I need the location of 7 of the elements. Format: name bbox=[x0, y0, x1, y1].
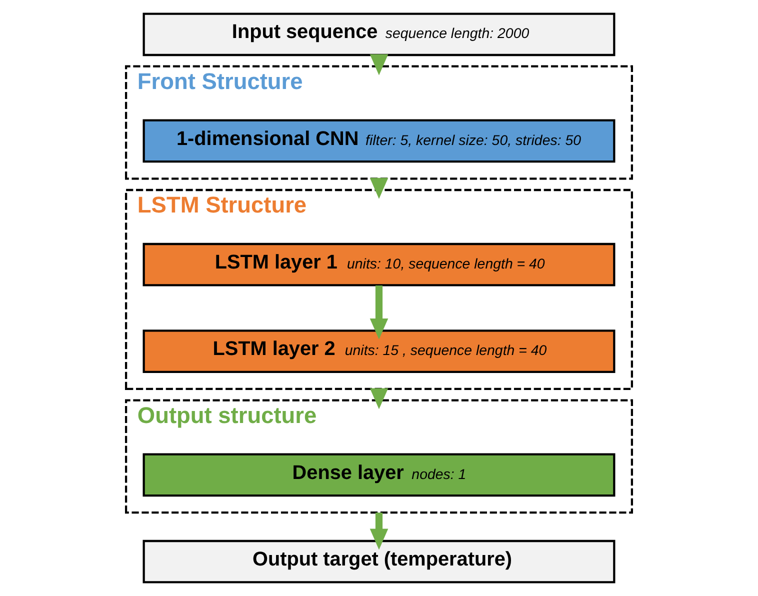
node-box: LSTM layer 2 units: 15 , sequence length = 40 bbox=[142, 330, 616, 373]
node-box: Output target (temperature) bbox=[142, 540, 616, 584]
arrow bbox=[370, 285, 388, 340]
node-box: Dense layer nodes: 1 bbox=[142, 453, 616, 497]
arrow bbox=[370, 512, 388, 550]
node-box: LSTM layer 1 units: 10, sequence length = 40 bbox=[142, 242, 616, 286]
node-box: 1-dimensional CNN filter: 5, kernel size: 50, strides: 50 bbox=[142, 119, 616, 163]
